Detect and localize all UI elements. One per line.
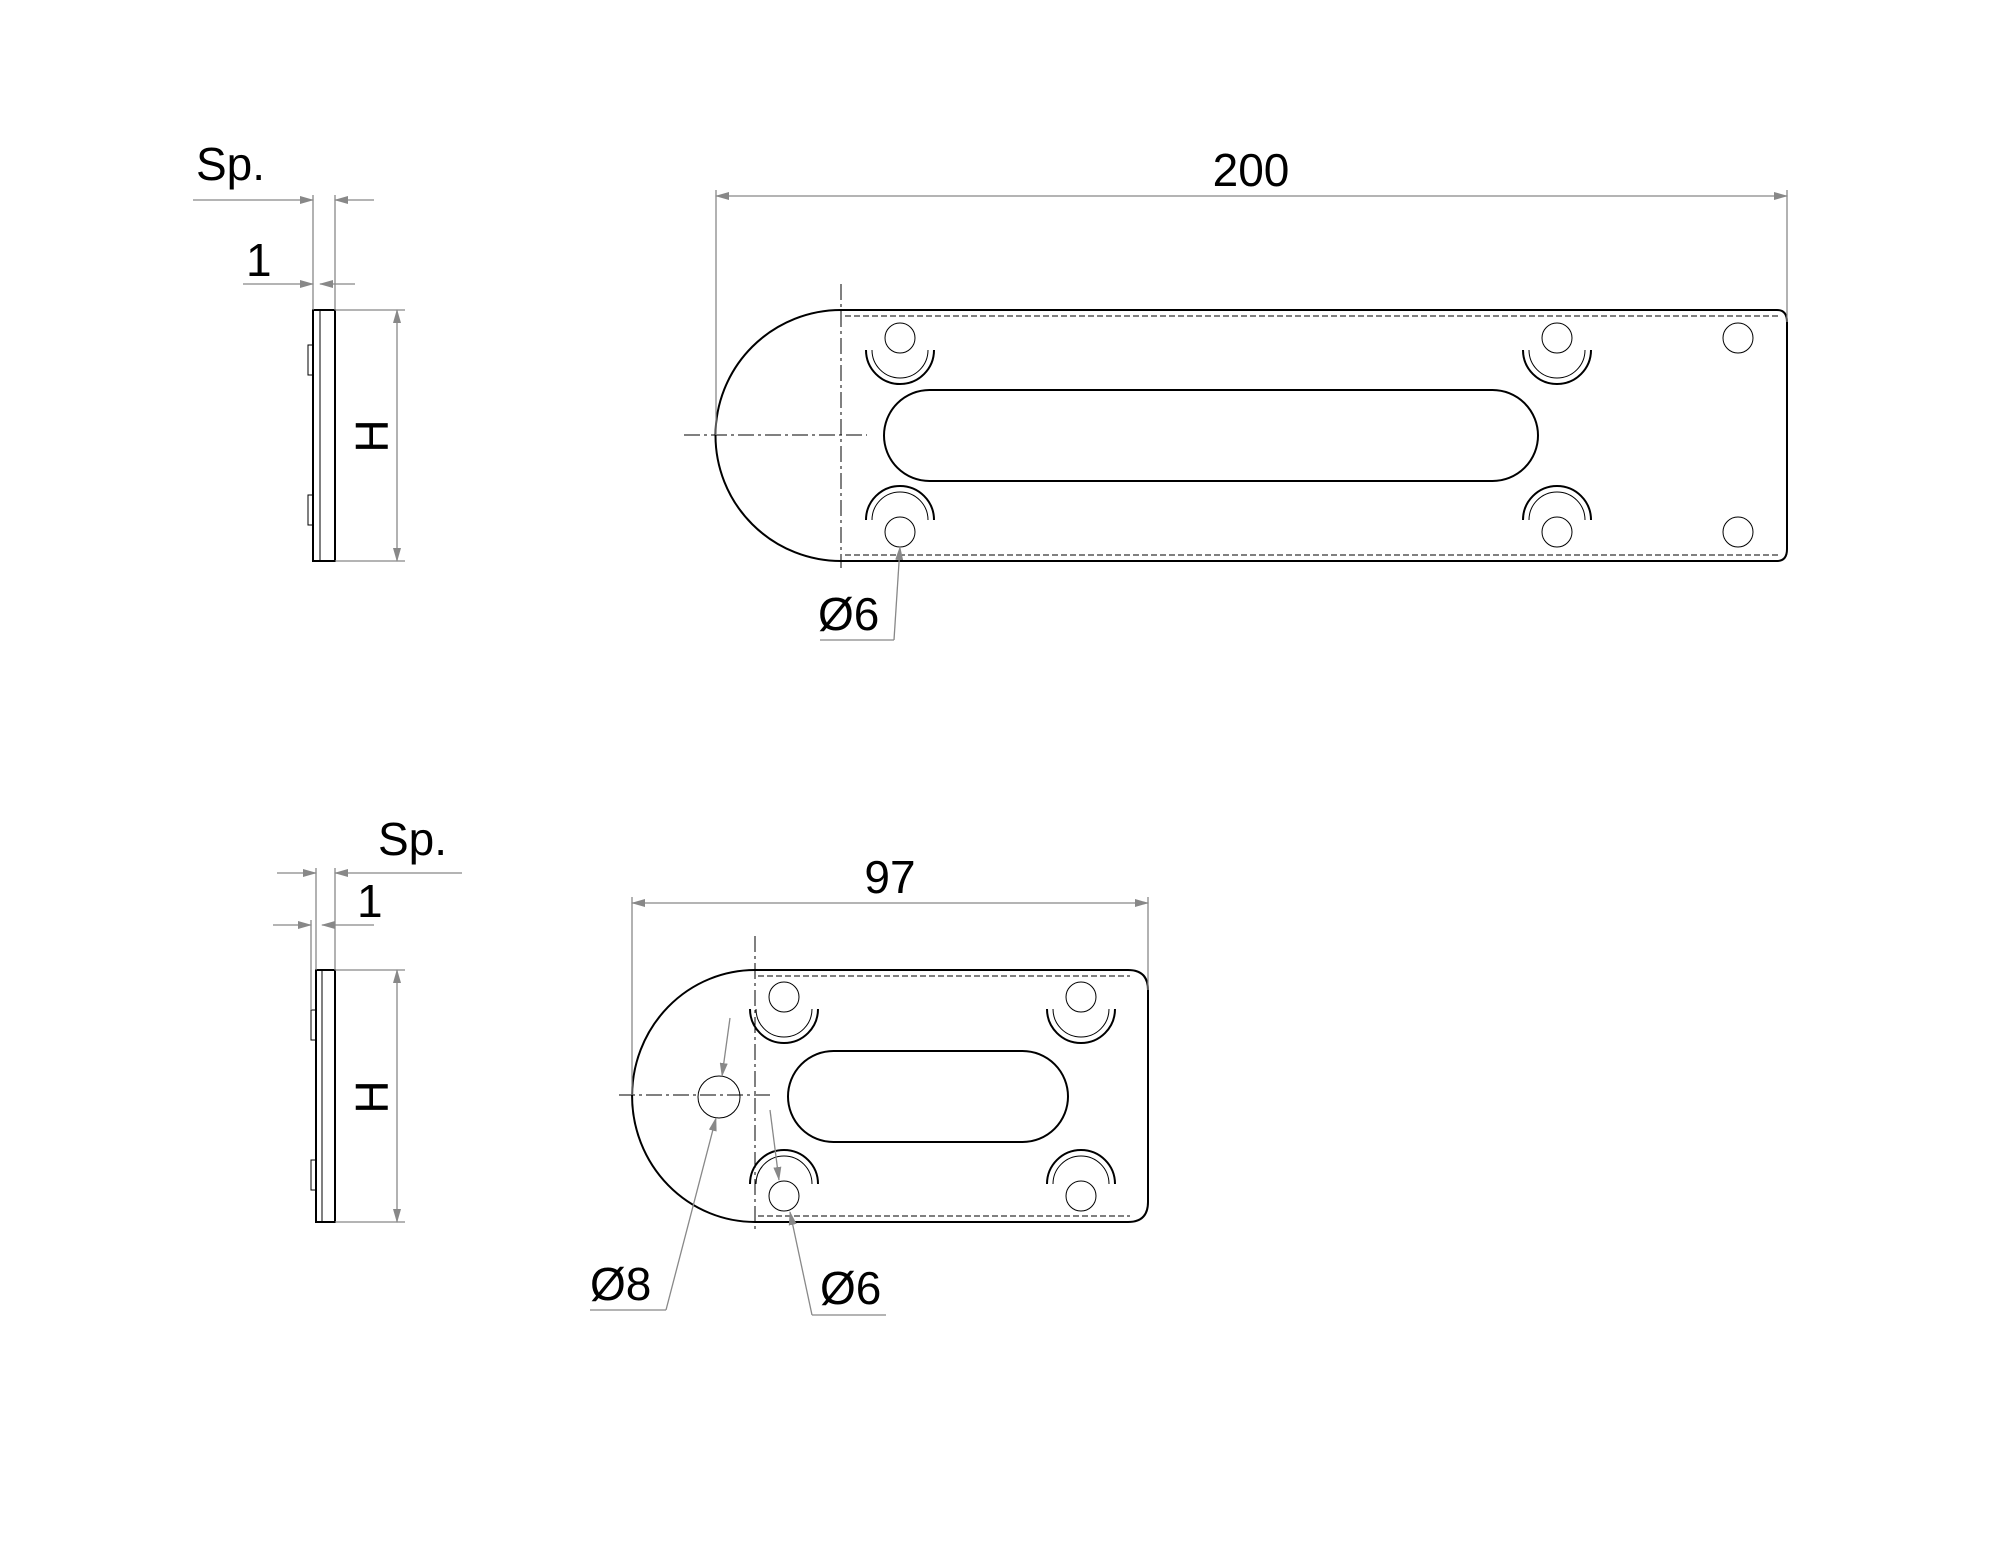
center-hole	[697, 1075, 741, 1119]
plate-outline	[714, 309, 1788, 562]
center-hole-label: Ø8	[590, 1258, 651, 1310]
mounting-holes	[865, 322, 1754, 548]
height-label: H	[346, 419, 398, 452]
plate-outline	[631, 969, 1149, 1223]
hole-dimension: Ø6	[818, 546, 904, 641]
height-dimension: H	[335, 309, 405, 562]
thickness-dimension: Sp.	[193, 138, 374, 310]
offset-dimension: 1	[273, 875, 383, 1010]
thickness-label: Sp.	[196, 138, 265, 190]
slot	[883, 389, 1539, 482]
height-label: H	[346, 1080, 398, 1113]
top-side-view: Sp. 1 H	[193, 138, 405, 562]
mounting-holes	[749, 981, 1116, 1212]
top-plate-view: 200 Ø6	[684, 144, 1788, 641]
length-dimension: 200	[715, 144, 1788, 435]
side-plate	[312, 309, 336, 562]
bottom-side-view: Sp. 1 H	[273, 813, 462, 1223]
length-dimension: 97	[631, 851, 1149, 1095]
hole-label: Ø6	[818, 588, 879, 640]
length-label: 200	[1213, 144, 1290, 196]
offset-label: 1	[357, 875, 383, 927]
thickness-label: Sp.	[378, 813, 447, 865]
bottom-plate-view: 97 Ø8 Ø6	[590, 851, 1149, 1316]
center-hole-dimension: Ø8	[590, 1017, 731, 1311]
length-label: 97	[864, 851, 915, 903]
side-plate	[315, 969, 336, 1223]
hole-label: Ø6	[820, 1262, 881, 1314]
offset-dimension: 1	[243, 234, 355, 288]
height-dimension: H	[335, 969, 405, 1223]
hole-dimension: Ø6	[769, 1109, 886, 1316]
slot	[787, 1050, 1069, 1143]
offset-label: 1	[246, 234, 272, 286]
thickness-dimension: Sp.	[277, 813, 462, 970]
